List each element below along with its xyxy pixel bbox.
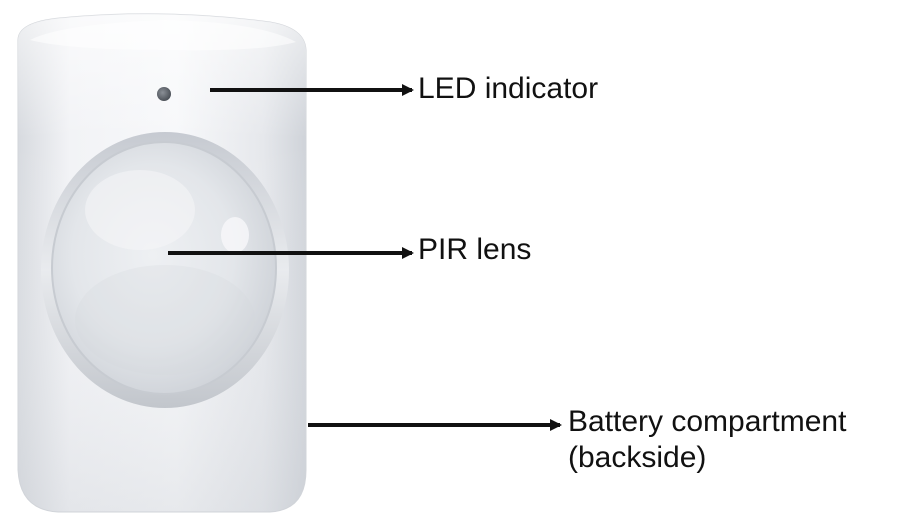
battery-compartment-label-line2: (backside) — [568, 441, 707, 474]
led-dot — [157, 87, 171, 101]
battery-compartment-label: Battery compartment (backside) — [568, 404, 846, 476]
pir-lens — [41, 132, 289, 408]
battery-compartment-label-line1: Battery compartment — [568, 405, 847, 438]
pir-lens-label: PIR lens — [418, 233, 532, 266]
led-indicator-label: LED indicator — [418, 72, 599, 105]
